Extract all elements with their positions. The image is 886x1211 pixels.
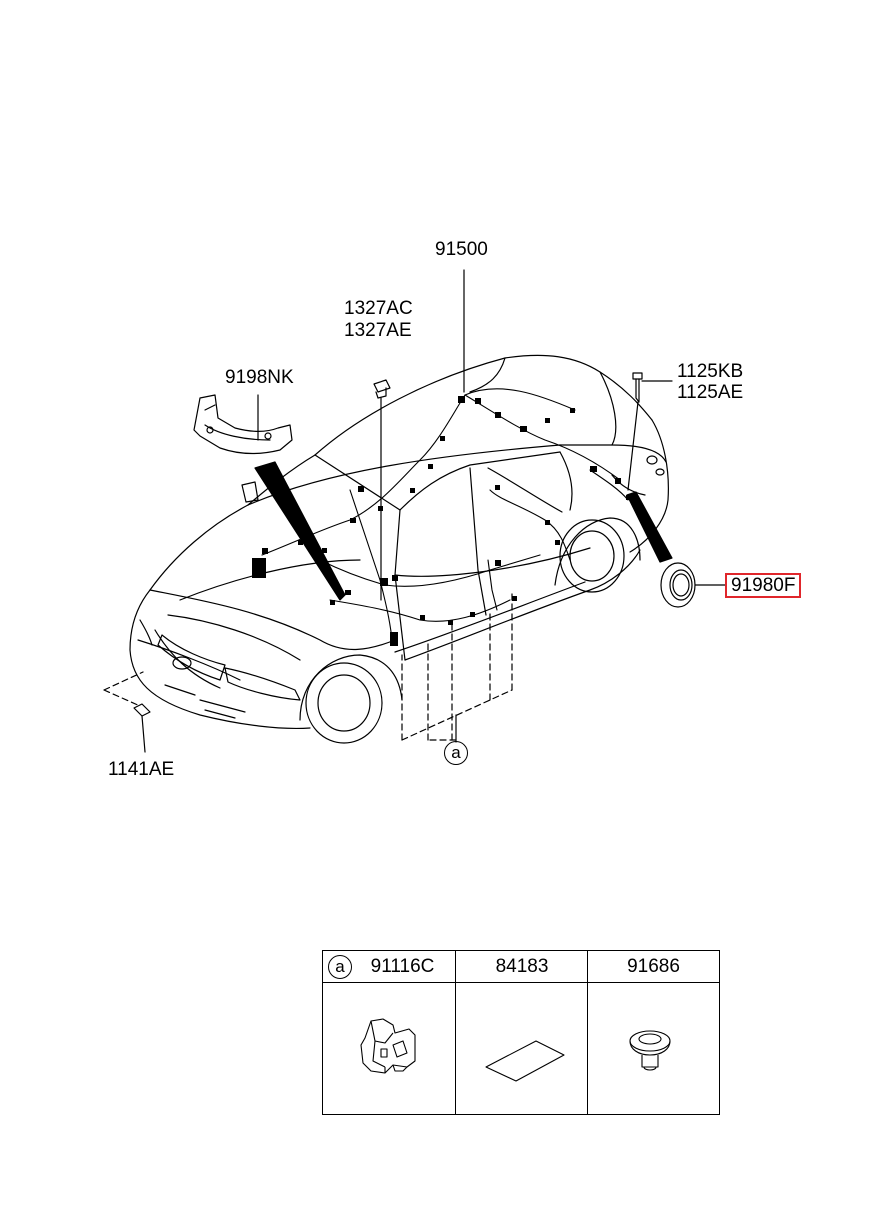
bolt-1125-icon [632,372,643,403]
leader-1141ae-dashed [103,671,144,707]
callout-a-leaders [401,589,513,741]
part-label-91980f-highlighted[interactable]: 91980F [725,573,802,598]
part-label-1327ac: 1327AC [344,298,413,319]
parts-table: a 91116C 84183 91686 [322,950,720,1115]
clip-icon [360,1018,416,1074]
leader-1125-down [627,401,639,491]
table-cell-grommet [588,983,719,1114]
grommet-icon [629,1030,671,1071]
part-label-1141ae: 1141AE [108,759,175,780]
table-header-col-2: 84183 [456,951,588,983]
part-label-1327ae: 1327AE [344,320,412,341]
car-body-outline [129,354,669,744]
part-label-91500: 91500 [435,239,488,260]
screw-1141ae-icon [133,703,151,753]
clip-1327-icon [373,379,391,399]
table-divider-1 [455,951,456,1114]
table-header-col-3: 91686 [588,951,719,983]
part-label-9198nk: 9198NK [225,367,294,388]
table-part-no-3: 91686 [627,956,680,977]
callout-a-marker: a [444,741,468,765]
part-label-1125ae: 1125AE [677,382,744,403]
bracket-9198nk-icon[interactable] [193,394,293,455]
table-ref-a-marker: a [328,955,352,979]
grommet-91980f-icon[interactable] [660,562,696,608]
pointer-arrow-grommet [626,491,673,563]
table-part-no-1: 91116C [370,956,435,977]
table-cell-clip [323,983,455,1114]
pad-icon [485,1040,565,1082]
table-part-no-2: 84183 [495,956,549,977]
table-divider-2 [587,951,588,1114]
harness-connectors [252,396,631,646]
wiring-harness [261,388,629,641]
part-label-1125kb: 1125KB [677,361,744,382]
table-cell-pad [456,983,587,1114]
pointer-arrow-bracket [254,461,346,601]
table-header-col-1: a 91116C [323,951,456,983]
